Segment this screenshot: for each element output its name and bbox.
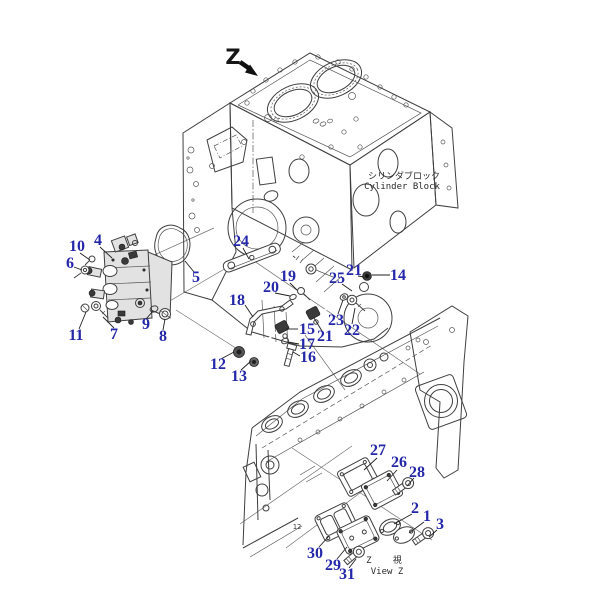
callout-26: 26 [391, 454, 407, 471]
callout-2: 2 [411, 500, 419, 517]
cylinder-bore [309, 59, 363, 99]
lower-cylinder-block [242, 305, 469, 558]
cylinder-block-label-en: Cylinder Block [364, 181, 440, 192]
washer-part11 [80, 303, 90, 313]
callout-5: 5 [192, 269, 200, 286]
washer-part20 [289, 293, 297, 301]
callout-4: 4 [94, 232, 102, 249]
callout-21b: 21 [317, 328, 333, 345]
callout-22: 22 [344, 322, 360, 339]
callout-29: 29 [325, 557, 341, 574]
washer-part9 [149, 305, 159, 313]
rear-housing-arm [409, 305, 469, 479]
callout-10: 10 [69, 238, 85, 255]
callout-19: 19 [280, 268, 296, 285]
projection-lines [151, 227, 433, 549]
callout-27: 27 [370, 442, 386, 459]
upper-cylinder-block [182, 52, 459, 348]
bolt-part22 [346, 294, 366, 312]
callout-11: 11 [68, 327, 84, 344]
pipe-clamp [274, 320, 290, 334]
callout-3: 3 [436, 516, 444, 533]
callout-6: 6 [66, 255, 74, 272]
callout-30: 30 [307, 545, 323, 562]
callout-15: 15 [299, 321, 315, 338]
pipe-clamp [305, 306, 321, 320]
washer-part23 [339, 293, 349, 301]
callout-8: 8 [159, 328, 167, 345]
bolt-part14 [362, 271, 372, 281]
callout-23: 23 [328, 312, 344, 329]
callout-18: 18 [229, 292, 245, 309]
leader-lines [73, 246, 438, 569]
bolt-part16 [283, 342, 298, 367]
callout-31: 31 [339, 566, 355, 583]
view-z-label-en: View Z [370, 566, 404, 577]
callout-20: 20 [263, 279, 279, 296]
bolt-part3 [411, 527, 435, 546]
callout-17: 17 [299, 336, 315, 353]
callout-13: 13 [231, 368, 247, 385]
cylinder-block-label-jp: シリンダブロック [367, 171, 441, 182]
callout-16: 16 [300, 349, 316, 366]
callout-9: 9 [142, 316, 150, 333]
bolt-part25 [292, 255, 334, 278]
callout-24: 24 [233, 233, 249, 250]
callout-28: 28 [409, 464, 425, 481]
callout-25: 25 [329, 270, 345, 287]
bracket-part24 [222, 242, 281, 273]
callout-12: 12 [210, 356, 226, 373]
callout-1: 1 [423, 508, 431, 525]
callout-14: 14 [390, 267, 406, 284]
washer-part17 [281, 337, 289, 345]
callout-21a: 21 [346, 262, 362, 279]
tiny-ref-mark: 12 [292, 523, 302, 531]
bracket-part18 [245, 299, 294, 336]
view-z-arrow [238, 60, 258, 76]
bolt-part7 [91, 301, 109, 319]
view-z-marker: Z [225, 45, 241, 69]
bolt-part28 [391, 477, 415, 496]
bolt-part19 [297, 287, 311, 301]
mounting-pad [206, 126, 248, 173]
pump-assembly-part4 [85, 233, 173, 325]
bolt-part6 [73, 265, 90, 279]
view-z-label-jp: Z 視 [366, 555, 410, 566]
bolt-part31 [343, 545, 365, 566]
cover-part29 [336, 515, 380, 555]
callout-7: 7 [110, 326, 118, 343]
